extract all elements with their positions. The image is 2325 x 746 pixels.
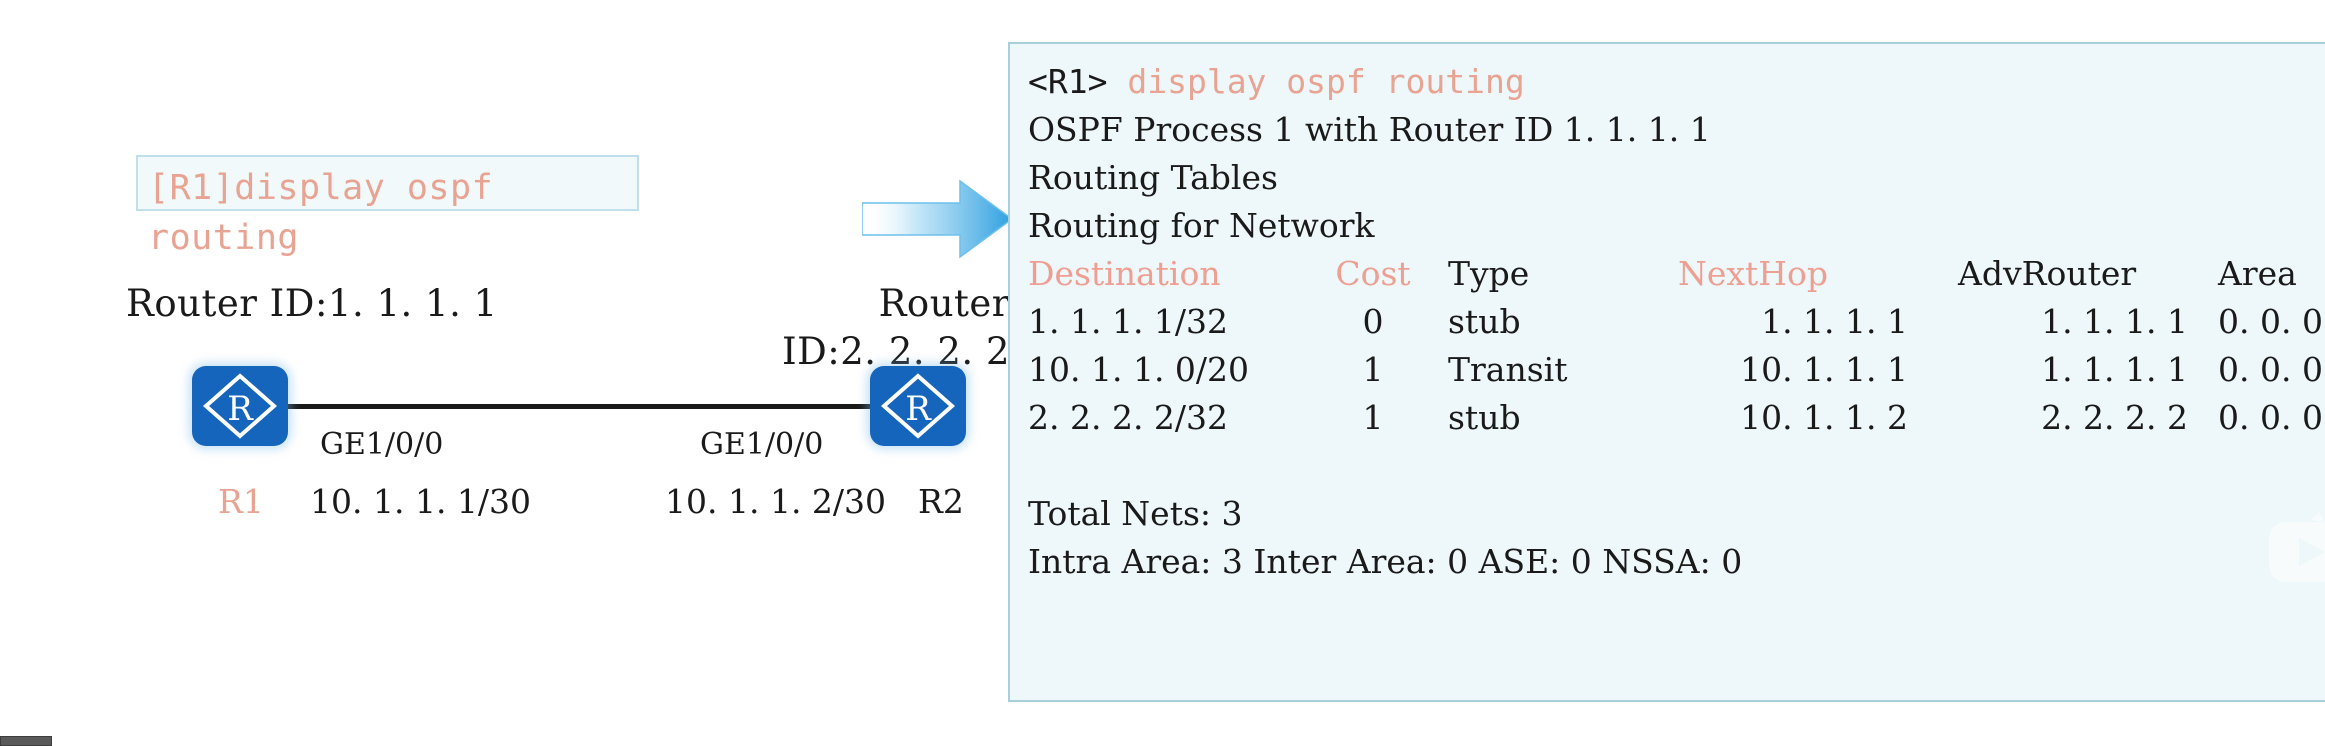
- device-name-r1: R1: [218, 482, 264, 521]
- page-scrollbar-nub[interactable]: [0, 736, 52, 746]
- cell-cost: 1: [1362, 350, 1384, 389]
- router-icon-r1[interactable]: R: [192, 366, 288, 446]
- cell-nexthop: 1. 1. 1. 1: [1761, 302, 1908, 341]
- terminal-prompt-line: <R1> display ospf routing: [1028, 58, 2325, 106]
- router-id-label-r1: Router ID:1. 1. 1. 1: [126, 282, 498, 325]
- router-icon-r2[interactable]: R: [870, 366, 966, 446]
- routing-table-row: 10. 1. 1. 0/20 1 Transit 10. 1. 1. 1 1. …: [1028, 346, 2325, 394]
- cell-nexthop: 10. 1. 1. 1: [1740, 350, 1908, 389]
- column-header-destination: Destination: [1028, 254, 1221, 293]
- cell-area: 0. 0. 0. 0: [2218, 350, 2325, 389]
- network-topology-diagram: [R1]display ospf routing Router ID:1. 1.…: [0, 0, 1014, 746]
- area-summary-line: Intra Area: 3 Inter Area: 0 ASE: 0 NSSA:…: [1028, 542, 1743, 581]
- cell-area: 0. 0. 0. 0: [2218, 398, 2325, 437]
- flow-arrow-icon: [862, 179, 1014, 259]
- cli-command-callout-text: [R1]display ospf routing: [148, 168, 494, 258]
- interface-label-r1: GE1/0/0: [320, 427, 444, 462]
- cell-advrouter: 1. 1. 1. 1: [2041, 350, 2188, 389]
- router-glyph-r2: R: [880, 373, 956, 439]
- column-header-type: Type: [1448, 254, 1530, 293]
- cell-destination: 10. 1. 1. 0/20: [1028, 350, 1250, 389]
- cell-area: 0. 0. 0. 0: [2218, 302, 2325, 341]
- column-header-area: Area: [2218, 254, 2297, 293]
- cell-type: stub: [1448, 398, 1521, 437]
- svg-text:R: R: [227, 389, 254, 429]
- interface-label-r2: GE1/0/0: [700, 427, 824, 462]
- cell-type: Transit: [1448, 350, 1568, 389]
- routing-table-row: 2. 2. 2. 2/32 1 stub 10. 1. 1. 2 2. 2. 2…: [1028, 394, 2325, 442]
- terminal-output-text: <R1> display ospf routing OSPF Process 1…: [1028, 58, 2325, 586]
- routing-table-row: 1. 1. 1. 1/32 0 stub 1. 1. 1. 1 1. 1. 1.…: [1028, 298, 2325, 346]
- terminal-prompt: <R1>: [1028, 62, 1108, 101]
- column-header-advrouter: AdvRouter: [1958, 254, 2137, 293]
- column-header-cost: Cost: [1335, 254, 1411, 293]
- device-name-r2: R2: [918, 482, 964, 521]
- cell-type: stub: [1448, 302, 1521, 341]
- cli-command-callout-box: [136, 155, 639, 211]
- router-id-label-r2: Router ID:2. 2. 2. 2: [782, 282, 1010, 373]
- terminal-command-echo: display ospf routing: [1107, 62, 1525, 101]
- network-link-line: [288, 404, 928, 409]
- cell-destination: 1. 1. 1. 1/32: [1028, 302, 1229, 341]
- router-glyph-r1: R: [202, 373, 278, 439]
- cell-nexthop: 10. 1. 1. 2: [1740, 398, 1908, 437]
- cell-destination: 2. 2. 2. 2/32: [1028, 398, 1229, 437]
- total-nets-line: Total Nets: 3: [1028, 494, 1243, 533]
- routing-for-network-line: Routing for Network: [1028, 206, 1375, 245]
- play-badge-watermark-icon: [2269, 512, 2325, 582]
- cell-cost: 1: [1362, 398, 1384, 437]
- terminal-output-panel: <R1> display ospf routing OSPF Process 1…: [1008, 42, 2325, 702]
- column-header-nexthop: NextHop: [1678, 254, 1829, 293]
- routing-tables-line: Routing Tables: [1028, 158, 1278, 197]
- cell-cost: 0: [1362, 302, 1384, 341]
- ip-address-label-r2: 10. 1. 1. 2/30: [665, 482, 887, 521]
- ospf-process-line: OSPF Process 1 with Router ID 1. 1. 1. 1: [1028, 110, 1711, 149]
- routing-table-header-row: Destination Cost Type NextHop AdvRouter …: [1028, 250, 2325, 298]
- svg-text:R: R: [905, 389, 932, 429]
- ip-address-label-r1: 10. 1. 1. 1/30: [310, 482, 532, 521]
- terminal-blank-line: [1028, 442, 2325, 490]
- cell-advrouter: 1. 1. 1. 1: [2041, 302, 2188, 341]
- cell-advrouter: 2. 2. 2. 2: [2041, 398, 2188, 437]
